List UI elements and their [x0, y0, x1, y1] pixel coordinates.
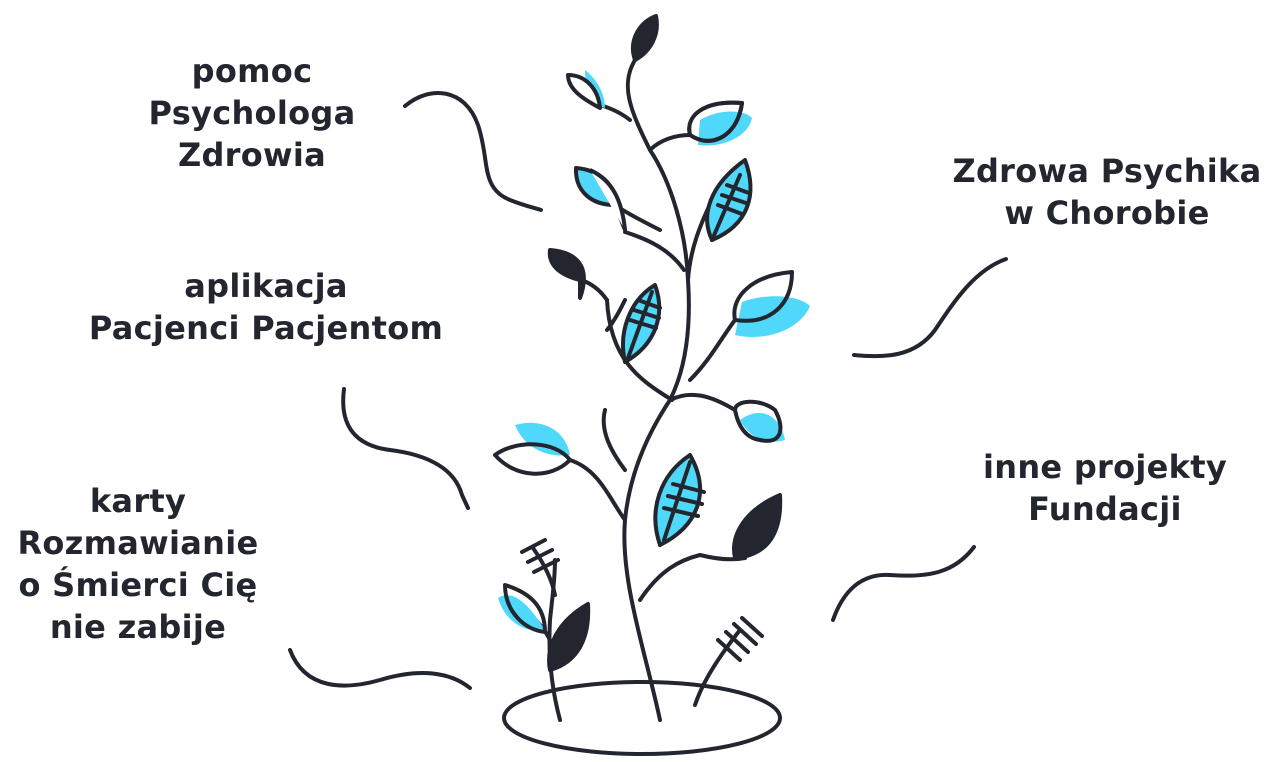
label-line: Psychologa	[92, 92, 412, 134]
pot-ellipse-icon	[504, 682, 780, 754]
label-line: w Chorobie	[930, 192, 1284, 234]
label-zdrowa-psychika: Zdrowa Psychika w Chorobie	[930, 150, 1284, 234]
label-line: aplikacja	[36, 265, 496, 307]
label-line: Zdrowa Psychika	[930, 150, 1284, 192]
label-aplikacja: aplikacja Pacjenci Pacjentom	[36, 265, 496, 349]
connector-karty	[290, 650, 470, 688]
connector-aplikacja	[343, 389, 468, 508]
label-line: Pacjenci Pacjentom	[36, 307, 496, 349]
leaf-icon	[495, 16, 792, 670]
label-line: inne projekty	[950, 446, 1260, 488]
connector-inne-projekty	[833, 547, 974, 620]
label-line: pomoc	[92, 50, 412, 92]
label-inne-projekty: inne projekty Fundacji	[950, 446, 1260, 530]
connector-lines	[290, 93, 1006, 688]
connector-zdrowa-psychika	[854, 259, 1006, 356]
label-line: nie zabije	[0, 606, 276, 648]
label-karty: karty Rozmawianie o Śmierci Cię nie zabi…	[0, 480, 276, 648]
connector-psycholog	[405, 93, 541, 210]
label-line: o Śmierci Cię	[0, 564, 276, 606]
label-pomoc-psychologa: pomoc Psychologa Zdrowia	[92, 50, 412, 176]
label-line: Zdrowia	[92, 134, 412, 176]
label-line: Rozmawianie	[0, 522, 276, 564]
label-line: karty	[0, 480, 276, 522]
label-line: Fundacji	[950, 488, 1260, 530]
